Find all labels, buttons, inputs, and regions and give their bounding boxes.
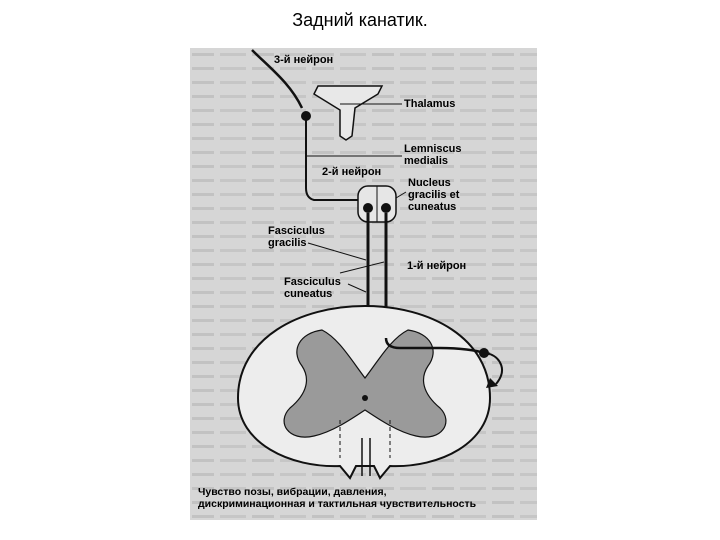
ventral-arrows	[361, 438, 371, 476]
cuneatus-leader	[347, 283, 367, 293]
neuron1-leader	[339, 261, 385, 274]
slide-title: Задний канатик.	[292, 10, 428, 30]
nucleus-leader	[395, 191, 407, 199]
caption-line-2: дискриминационная и тактильная чувствите…	[198, 498, 477, 510]
label-gracilis-2: gracilis	[268, 237, 307, 249]
central-canal	[362, 395, 368, 401]
label-neuron3: 3-й нейрон	[274, 54, 334, 66]
label-thalamus: Thalamus	[404, 98, 456, 110]
nucleus-cuneatus-cell	[381, 203, 391, 213]
third-neuron-fiber	[251, 49, 304, 109]
posterior-column-diagram: 3-й нейрон Thalamus Lemniscus medialis 2…	[190, 48, 537, 520]
label-gracilis-1: Fasciculus	[268, 225, 325, 237]
label-cuneatus-1: Fasciculus	[284, 276, 341, 288]
label-neuron2: 2-й нейрон	[322, 166, 382, 178]
diagram-caption: Чувство позы, вибрации, давления, дискри…	[198, 486, 476, 510]
label-neuron1: 1-й нейрон	[407, 260, 467, 272]
caption-line-1: Чувство позы, вибрации, давления,	[198, 486, 387, 498]
label-cuneatus-2: cuneatus	[284, 288, 333, 300]
label-nucleus-1: Nucleus	[408, 177, 451, 189]
diagram-drawing	[190, 48, 537, 520]
descending-dashed-lines	[339, 420, 391, 458]
nucleus-gracilis-cell	[363, 203, 373, 213]
peripheral-arrow-icon	[486, 378, 498, 388]
peripheral-fiber	[489, 353, 504, 385]
dorsal-root-fiber	[384, 337, 491, 356]
label-lemniscus-2: medialis	[404, 155, 449, 167]
label-nucleus-3: cuneatus	[408, 201, 457, 213]
label-lemniscus-1: Lemniscus	[404, 143, 462, 155]
dorsal-root-ganglion-cell	[479, 348, 489, 358]
gracilis-leader	[307, 242, 367, 261]
label-nucleus-2: gracilis et	[408, 189, 460, 201]
thalamus-shape	[313, 85, 384, 141]
second-neuron-fiber	[305, 116, 360, 201]
